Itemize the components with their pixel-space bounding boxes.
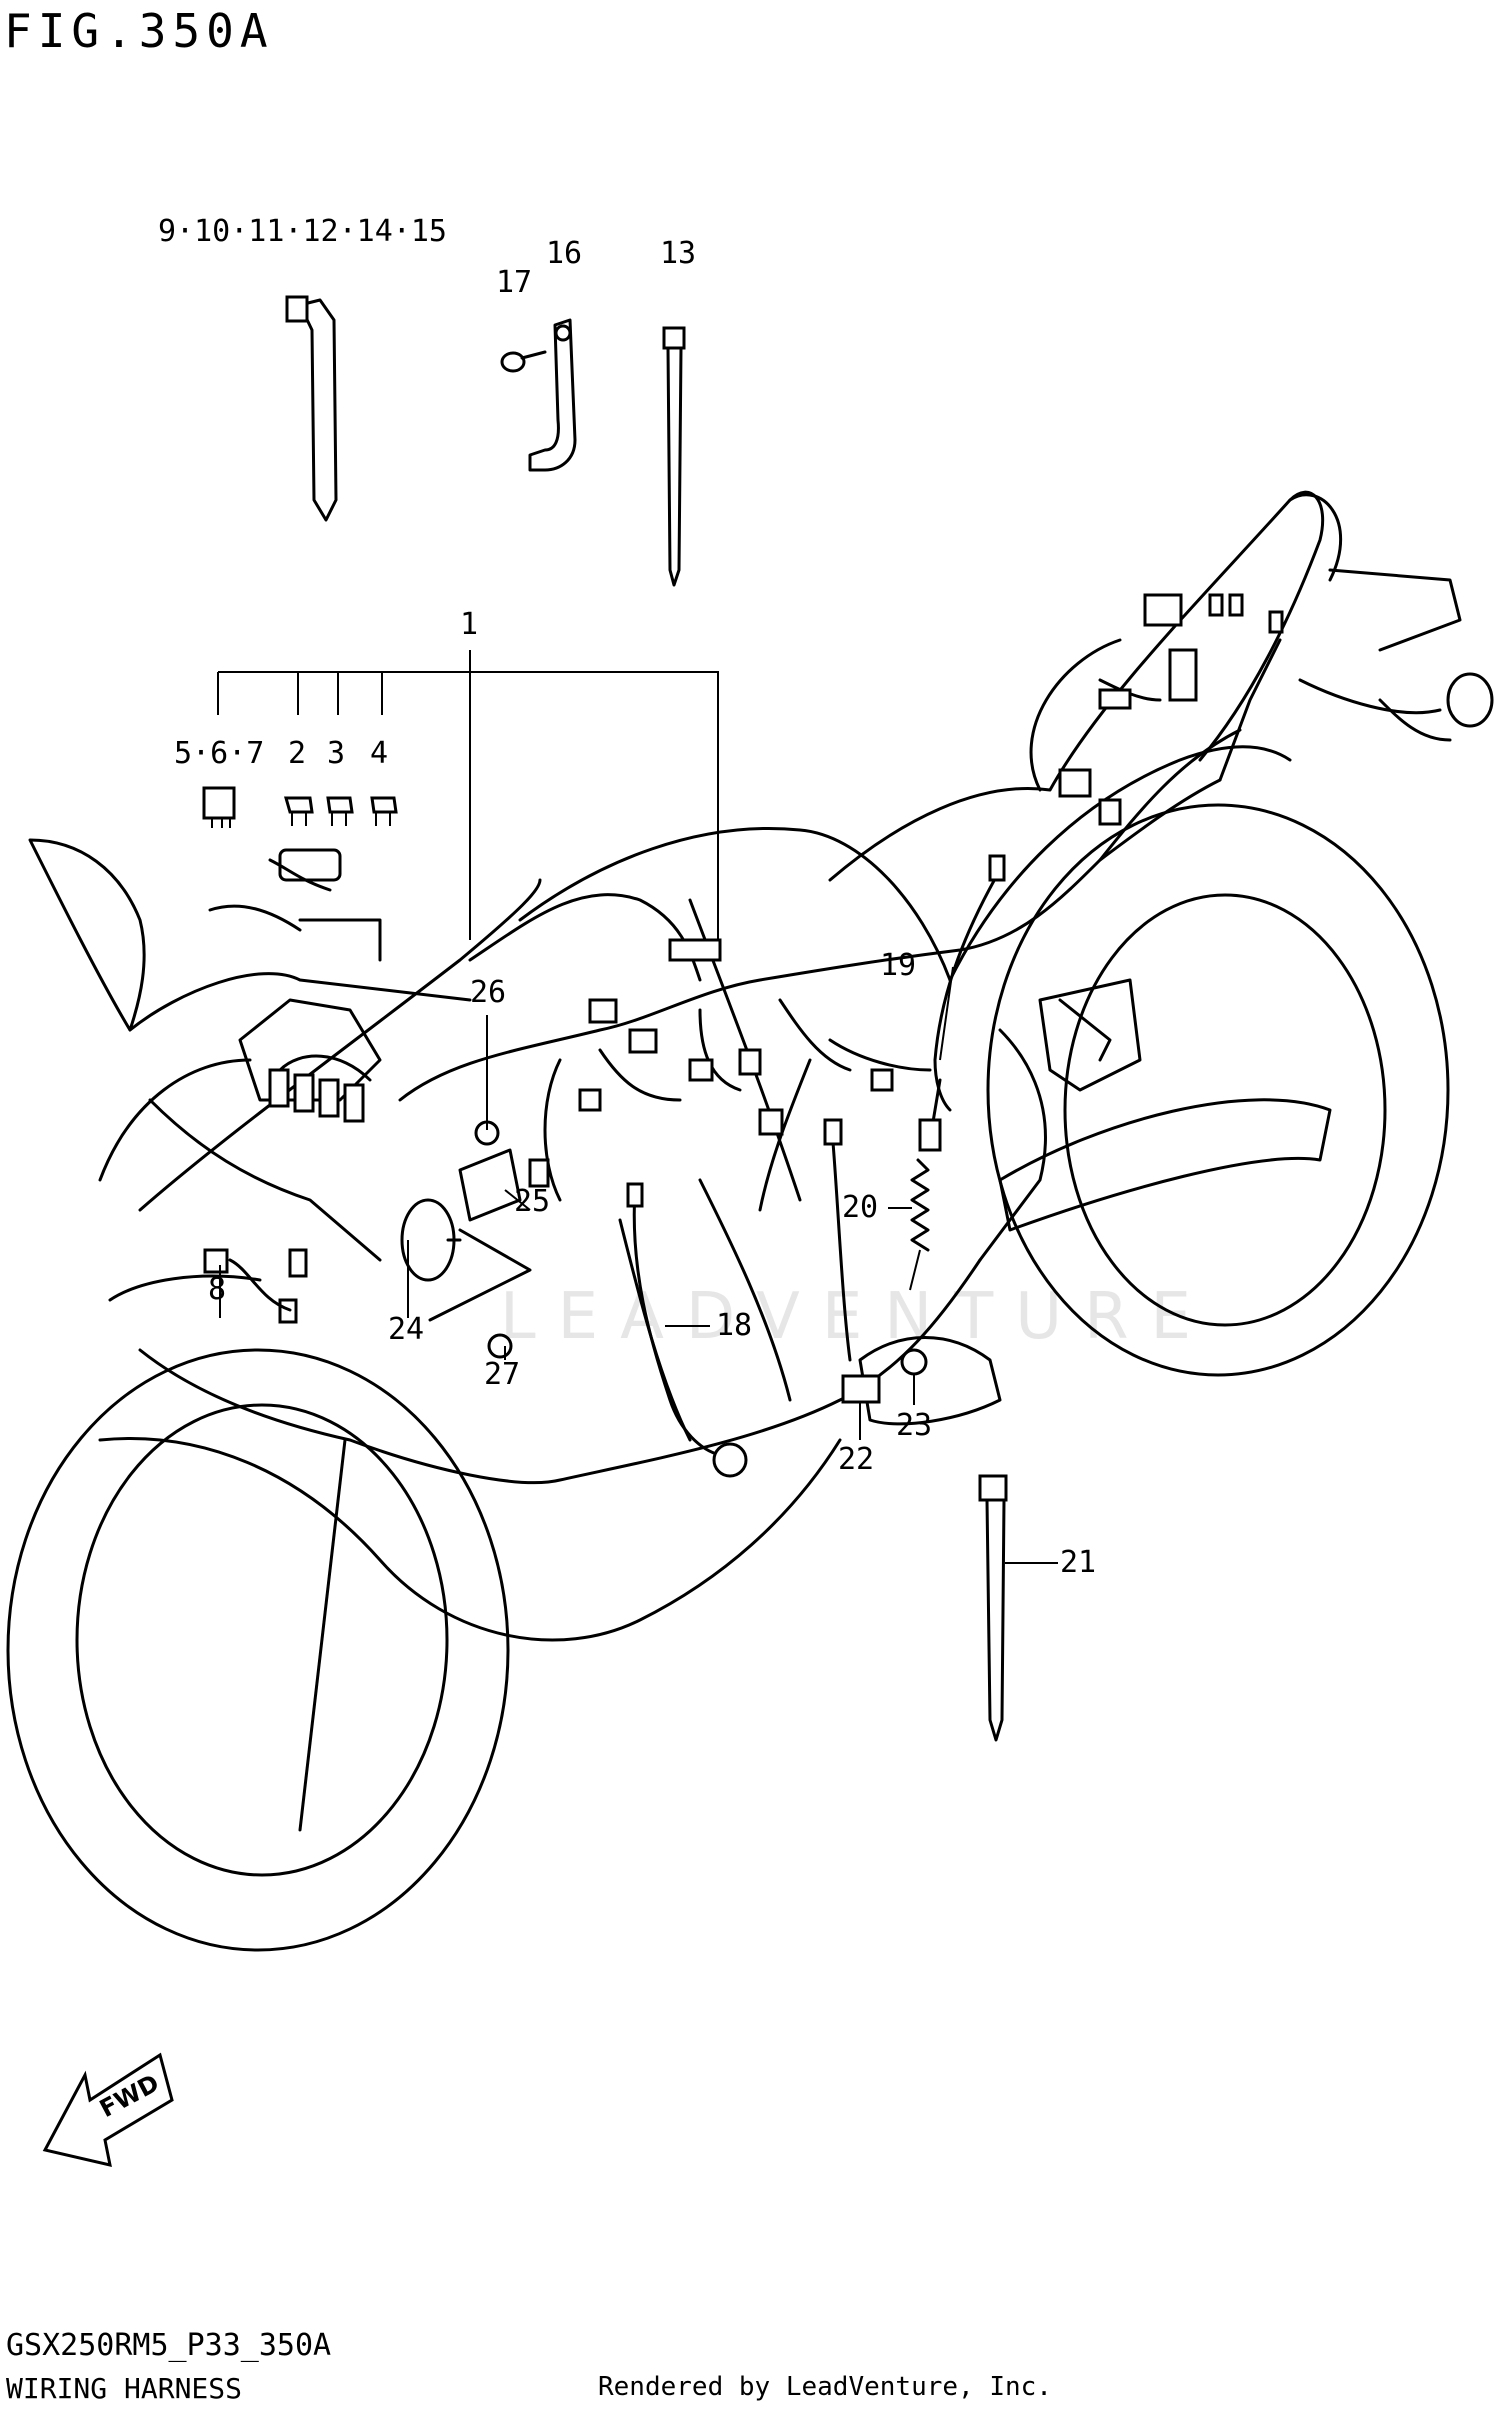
leader-lines	[217, 650, 1058, 1564]
main-wiring-harness	[398, 593, 1284, 1212]
figure-code: GSX250RM5_P33_350A	[6, 2328, 332, 2363]
motorcycle-body	[28, 490, 1494, 1642]
fuse-3	[326, 796, 354, 826]
screw-23	[900, 1348, 928, 1376]
callout-24: 24	[388, 1312, 425, 1347]
callout-27: 27	[484, 1357, 521, 1392]
callout-4: 4	[370, 736, 389, 771]
horn-assembly	[400, 1120, 532, 1359]
callout-17: 17	[496, 265, 533, 300]
callout-9-10-11-12-14-15: 9·10·11·12·14·15	[158, 214, 447, 249]
front-connectors	[203, 1054, 372, 1324]
callout-13: 13	[660, 236, 697, 271]
callout-23: 23	[896, 1408, 933, 1443]
callout-25: 25	[514, 1184, 551, 1219]
fuse-4	[370, 796, 398, 826]
sensor-lead-18	[626, 1182, 748, 1478]
sensor-lead-19	[918, 854, 1006, 1152]
callout-16: 16	[546, 236, 583, 271]
callout-8: 8	[208, 1272, 227, 1307]
callout-19: 19	[880, 948, 917, 983]
tie-wrap-21	[978, 1474, 1008, 1742]
callout-3: 3	[327, 736, 346, 771]
screw-17	[500, 350, 547, 373]
relay-5-6-7	[202, 786, 236, 828]
callout-18: 18	[716, 1308, 753, 1343]
callout-20: 20	[842, 1190, 879, 1225]
callout-1: 1	[460, 607, 479, 642]
switch-22	[823, 1118, 881, 1404]
fuse-2	[284, 796, 314, 826]
callout-5-6-7: 5·6·7	[174, 736, 265, 771]
credit-text: Rendered by LeadVenture, Inc.	[598, 2372, 1052, 2402]
tie-wrap-9-15	[285, 295, 338, 522]
front-wheel	[6, 1348, 510, 1952]
callout-26: 26	[470, 975, 507, 1010]
figure-title: FIG.350A	[4, 4, 274, 58]
rear-wheel	[986, 803, 1450, 1377]
callout-22: 22	[838, 1442, 875, 1477]
callout-21: 21	[1060, 1545, 1097, 1580]
fwd-arrow-icon	[42, 2052, 174, 2167]
spring-20	[909, 1158, 930, 1291]
clamp-16	[528, 318, 577, 472]
tie-wrap-13	[662, 326, 686, 587]
callout-2: 2	[288, 736, 307, 771]
figure-name: WIRING HARNESS	[6, 2372, 243, 2405]
